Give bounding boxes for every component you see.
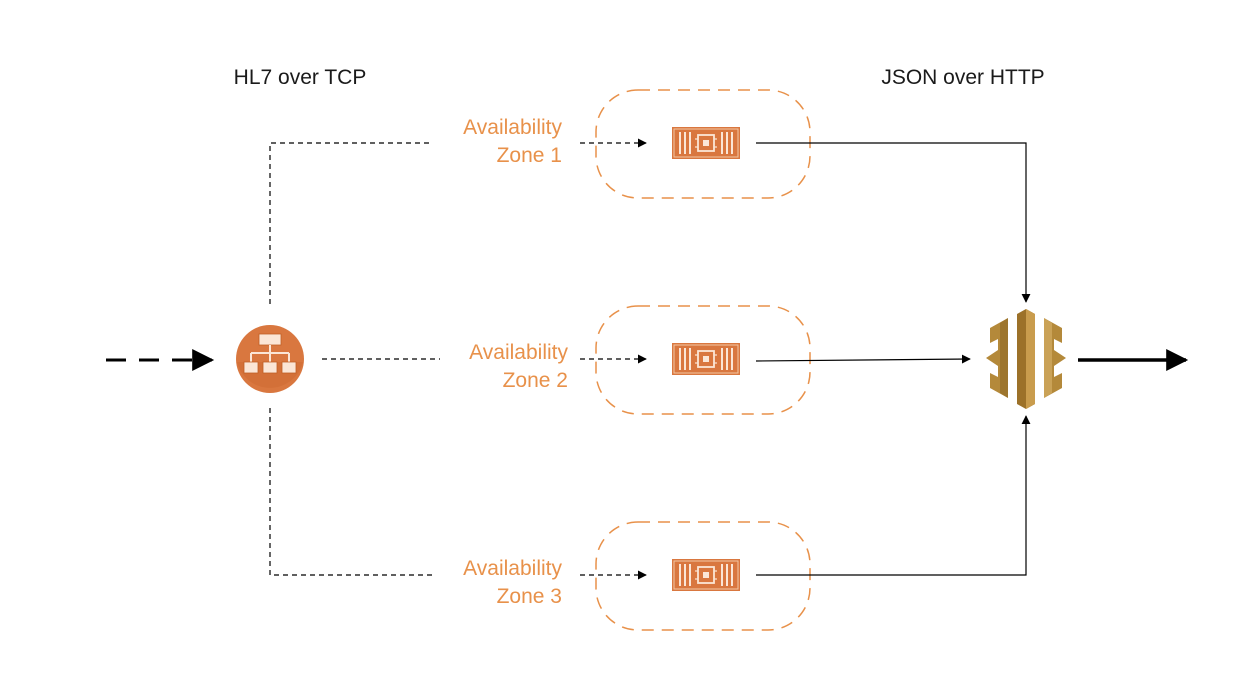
right-protocol-label: JSON over HTTP bbox=[881, 66, 1044, 89]
zone-3-label-line2: Zone 3 bbox=[497, 585, 562, 608]
zone-1-label-line1: Availability bbox=[463, 116, 562, 139]
zone-3-label-line1: Availability bbox=[463, 557, 562, 580]
connector-lb-zone3 bbox=[269, 408, 432, 576]
zone-1-label-line2: Zone 1 bbox=[497, 144, 562, 167]
connector-instance1-gateway bbox=[756, 142, 1031, 303]
connector-instance3-gateway bbox=[756, 415, 1031, 576]
api-gateway-icon bbox=[986, 309, 1066, 409]
left-protocol-label: HL7 over TCP bbox=[234, 66, 367, 89]
zone-2-label-line1: Availability bbox=[469, 341, 568, 364]
ec2-instance-icon bbox=[671, 126, 741, 160]
connector-instance2-gateway bbox=[755, 354, 971, 364]
load-balancer-icon bbox=[236, 325, 304, 393]
zone-container-1 bbox=[595, 89, 811, 199]
zone-2-label-line2: Zone 2 bbox=[503, 369, 568, 392]
ec2-instance-icon bbox=[671, 558, 741, 592]
zone-container-3 bbox=[595, 521, 811, 631]
ec2-instance-icon bbox=[671, 342, 741, 376]
connector-lb-zone1 bbox=[269, 142, 432, 304]
